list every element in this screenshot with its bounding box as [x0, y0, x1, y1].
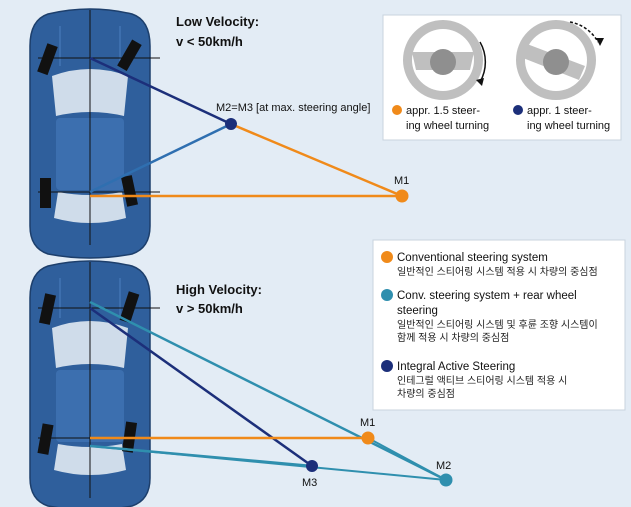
wheel-left-line1: appr. 1.5 steer- — [406, 105, 480, 117]
legend-item-rear-wheel: Conv. steering system + rear wheel steer… — [381, 289, 598, 344]
point-m2 — [439, 473, 453, 487]
line-front-to-m2 — [89, 300, 447, 482]
legend-title-3: Integral Active Steering — [397, 361, 515, 373]
label-m1-low: M1 — [394, 175, 409, 187]
legend-item-integral: Integral Active Steering 인테그럴 액티브 스티어링 시… — [381, 360, 567, 400]
line-rear-to-m2m3 — [89, 122, 232, 194]
legend-title-1: Conventional steering system — [397, 252, 548, 264]
front-left-wheel — [37, 43, 58, 76]
point-m1-low — [395, 189, 409, 203]
wheel-left-line2: ing wheel turning — [406, 120, 489, 132]
legend-dot-orange — [392, 105, 402, 115]
high-velocity-condition: v > 50km/h — [176, 301, 243, 316]
label-m3: M3 — [302, 477, 317, 489]
legend-panel: Conventional steering system 일반적인 스티어링 시… — [372, 239, 626, 411]
point-m1-high — [361, 431, 375, 445]
point-m3 — [306, 460, 318, 472]
legend-item-conventional: Conventional steering system 일반적인 스티어링 시… — [381, 251, 598, 278]
legend-marker-teal — [381, 289, 393, 301]
legend-korean-3a: 인테그럴 액티브 스티어링 시스템 적용 시 — [397, 374, 567, 387]
wheel-right-line2: ing wheel turning — [527, 120, 610, 132]
legend-title-2b: steering — [397, 305, 438, 317]
high-velocity-title: High Velocity: — [176, 282, 262, 297]
point-m2m3 — [225, 118, 237, 130]
legend-korean-2a: 일반적인 스티어링 시스템 및 후륜 조향 시스템이 — [397, 319, 598, 331]
line-rear-to-m2 — [89, 445, 447, 481]
low-velocity-condition: v < 50km/h — [176, 34, 243, 49]
line-front-to-m2m3 — [89, 56, 232, 126]
rear-left-wheel — [40, 178, 51, 208]
line-m2m3-to-m1 — [230, 122, 403, 198]
wheel-right-line1: appr. 1 steer- — [527, 105, 592, 117]
rear-right-wheel — [120, 175, 138, 207]
low-velocity-scene: Low Velocity: v < 50km/h M2=M3 [at max. … — [29, 8, 409, 259]
label-m2m3: M2=M3 [at max. steering angle] — [216, 102, 370, 114]
label-m1-high: M1 — [360, 417, 375, 429]
front-right-wheel-high — [119, 291, 140, 324]
steering-wheel-icon-left — [403, 20, 487, 100]
legend-title-2a: Conv. steering system + rear wheel — [397, 290, 577, 302]
legend-marker-orange — [381, 251, 393, 263]
legend-korean-1: 일반적인 스티어링 시스템 적용 시 차량의 중심점 — [397, 266, 598, 278]
steering-wheel-icon-right — [516, 20, 604, 100]
low-velocity-title: Low Velocity: — [176, 14, 259, 29]
line-m1-to-m2 — [367, 437, 447, 481]
high-velocity-scene: High Velocity: v > 50km/h M1 M2 M3 — [29, 260, 453, 507]
legend-dot-navy — [513, 105, 523, 115]
legend-korean-3b: 차량의 중심점 — [397, 388, 455, 400]
steering-wheel-panel: appr. 1.5 steer- ing wheel turning appr.… — [382, 14, 622, 141]
legend-korean-2b: 함께 적용 시 차량의 중심점 — [397, 332, 509, 344]
label-m2: M2 — [436, 460, 451, 472]
legend-marker-navy — [381, 360, 393, 372]
front-right-wheel — [117, 39, 142, 71]
line-front-to-m3 — [89, 306, 313, 468]
rear-left-wheel-high — [37, 423, 54, 455]
front-left-wheel-high — [38, 293, 56, 325]
